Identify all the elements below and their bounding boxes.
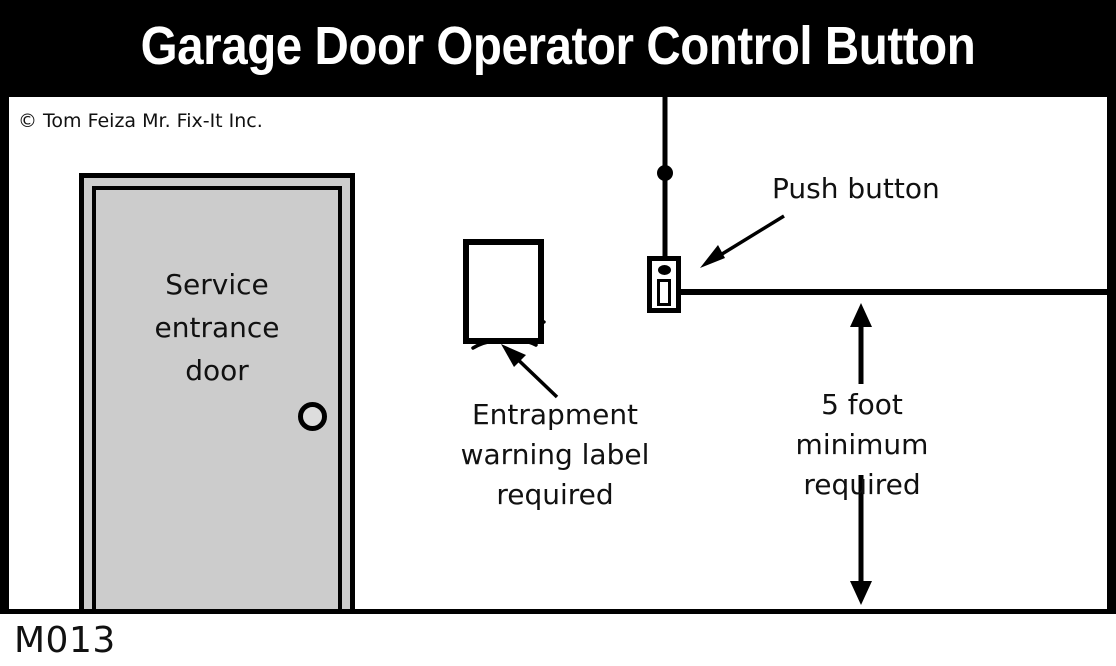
copyright-notice: © Tom Feiza Mr. Fix-It Inc. xyxy=(18,110,263,132)
entrapment-caption-line-1: Entrapment xyxy=(471,398,639,431)
page-title: Garage Door Operator Control Button xyxy=(140,16,976,76)
push-button-icon[interactable] xyxy=(647,256,681,313)
door-knob-icon[interactable] xyxy=(298,402,327,431)
entrapment-warning-label-icon[interactable] xyxy=(463,239,544,344)
door-label-line-3: door xyxy=(185,354,249,387)
push-button-leader-arrow xyxy=(700,214,785,268)
figure-code: M013 xyxy=(14,620,116,661)
diagram-frame: © Tom Feiza Mr. Fix-It Inc. xyxy=(0,92,1116,614)
entrapment-caption-line-3: required xyxy=(496,478,614,511)
dimension-caption-line-1: 5 foot xyxy=(821,388,903,421)
dimension-caption-line-3: required xyxy=(803,468,921,501)
door-label-line-1: Service xyxy=(165,268,269,301)
door-label-line-2: entrance xyxy=(154,311,280,344)
title-bar: Garage Door Operator Control Button xyxy=(0,0,1116,92)
entrapment-warning-caption: Entrapment warning label required xyxy=(425,395,685,515)
door-panel xyxy=(92,186,342,609)
diagram-canvas: © Tom Feiza Mr. Fix-It Inc. xyxy=(9,97,1107,609)
push-button-indicator-dot xyxy=(658,265,671,275)
service-entrance-door[interactable]: Service entrance door xyxy=(79,173,355,609)
hanging-cord-icon xyxy=(657,97,673,256)
warning-label-leader-arrow xyxy=(501,344,559,399)
door-label: Service entrance door xyxy=(84,263,350,392)
dimension-caption: 5 foot minimum required xyxy=(762,385,962,505)
push-button-switch-plate xyxy=(657,279,671,306)
dimension-caption-line-2: minimum xyxy=(795,428,929,461)
push-button-caption: Push button xyxy=(772,172,940,205)
entrapment-caption-line-2: warning label xyxy=(460,438,650,471)
